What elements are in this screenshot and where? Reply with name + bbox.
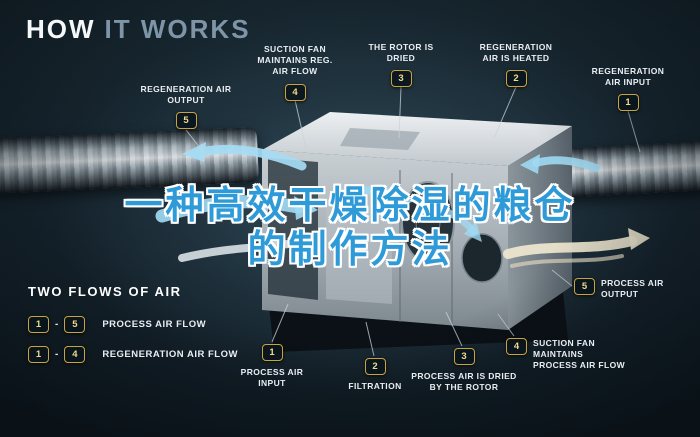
callout-suction-fan-reg-air: SUCTION FAN MAINTAINS REG. AIR FLOW 4 (252, 44, 338, 101)
step-badge-1: 1 (617, 94, 639, 112)
step-badge-2: 2 (364, 358, 386, 375)
callout-label: PROCESS AIR OUTPUT (601, 278, 664, 300)
legend-badge-end: 5 (64, 316, 86, 333)
callout-label: REGENERATION AIR IS HEATED (479, 42, 553, 64)
legend-row-regeneration-air: 1 - 4 REGENERATION AIR FLOW (28, 346, 238, 363)
title-it-works: IT WORKS (104, 14, 251, 44)
callout-label: REGENERATION AIR INPUT (591, 66, 665, 88)
callout-label: THE ROTOR IS DRIED (368, 42, 434, 64)
callout-label: FILTRATION (348, 381, 402, 391)
callout-process-air-dried-by-rotor: 3 PROCESS AIR IS DRIED BY THE ROTOR (408, 348, 520, 393)
callout-regeneration-air-input: REGENERATION AIR INPUT 1 (586, 66, 670, 112)
callout-suction-fan-process-air: 4 SUCTION FAN MAINTAINS PROCESS AIR FLOW (506, 338, 629, 372)
legend-row-process-air: 1 - 5 PROCESS AIR FLOW (28, 316, 206, 333)
callout-regeneration-air-output: REGENERATION AIR OUTPUT 5 (138, 84, 234, 130)
step-badge-3: 3 (390, 70, 412, 88)
callout-label: PROCESS AIR IS DRIED BY THE ROTOR (411, 371, 517, 393)
legend-heading: TWO FLOWS OF AIR (28, 284, 182, 299)
callout-rotor-is-dried: THE ROTOR IS DRIED 3 (366, 42, 436, 88)
callout-filtration: 2 FILTRATION (340, 358, 410, 392)
legend-badge-start: 1 (28, 316, 49, 333)
overlay-title-line2: 的制作方法 (247, 229, 453, 271)
callout-label: REGENERATION AIR OUTPUT (140, 84, 232, 106)
step-badge-1: 1 (261, 344, 283, 361)
page-title: HOW IT WORKS (26, 14, 251, 45)
callout-label: SUCTION FAN MAINTAINS REG. AIR FLOW (257, 44, 333, 77)
step-badge-3: 3 (453, 348, 475, 365)
legend-badge-end: 4 (64, 346, 86, 363)
step-badge-5: 5 (175, 112, 197, 130)
legend-range-dash: - (55, 349, 59, 360)
title-how: HOW (26, 14, 96, 44)
legend-label: PROCESS AIR FLOW (102, 319, 207, 330)
legend-range-dash: - (55, 319, 59, 330)
callout-label: SUCTION FAN MAINTAINS PROCESS AIR FLOW (533, 338, 626, 371)
step-badge-5: 5 (574, 278, 595, 295)
callout-process-air-output: 5 PROCESS AIR OUTPUT (574, 278, 673, 300)
callout-process-air-input: 1 PROCESS AIR INPUT (232, 344, 312, 389)
legend-label: REGENERATION AIR FLOW (102, 349, 238, 360)
step-badge-2: 2 (505, 70, 527, 88)
legend-badge-start: 1 (28, 346, 49, 363)
step-badge-4: 4 (284, 83, 306, 101)
callout-label: PROCESS AIR INPUT (240, 367, 304, 389)
callout-regeneration-air-heated: REGENERATION AIR IS HEATED 2 (476, 42, 556, 88)
